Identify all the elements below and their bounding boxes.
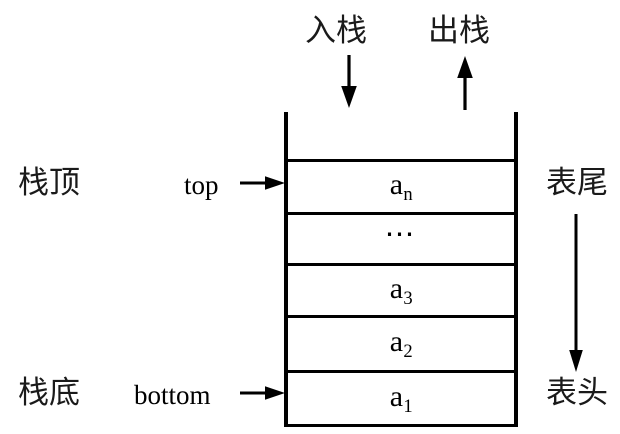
stack-cell-a2-label: a2 bbox=[389, 325, 413, 363]
stack-cell-ellipsis: ⋯ bbox=[284, 212, 518, 263]
stack-cell-a3-label: a3 bbox=[389, 271, 413, 309]
pop-label: 出栈 bbox=[428, 13, 490, 49]
list-head-label: 表头 bbox=[546, 375, 608, 411]
stack-cell-a2-subscript: 2 bbox=[403, 341, 413, 363]
push-label: 入栈 bbox=[305, 13, 367, 49]
top-pointer-label: top bbox=[184, 170, 219, 200]
tail-to-head-arrow-down-icon bbox=[564, 214, 588, 374]
stack-container: an ⋯ a3 a2 a1 bbox=[284, 112, 518, 427]
stack-cell-a1-label: a1 bbox=[389, 379, 413, 417]
stack-cell-empty bbox=[284, 112, 518, 159]
top-pointer-arrow-right-icon bbox=[240, 172, 286, 194]
bottom-pointer-arrow-right-icon bbox=[240, 382, 286, 404]
stack-cell-a1-subscript: 1 bbox=[403, 395, 413, 417]
stack-bottom-label: 栈底 bbox=[18, 375, 80, 411]
stack-cell-a2: a2 bbox=[284, 315, 518, 370]
list-tail-label: 表尾 bbox=[546, 165, 608, 201]
stack-top-label: 栈顶 bbox=[18, 165, 80, 201]
stack-cell-an-label: an bbox=[389, 168, 413, 206]
bottom-pointer-label: bottom bbox=[134, 380, 211, 410]
stack-cell-ellipsis-label: ⋯ bbox=[384, 218, 418, 251]
stack-cell-a1: a1 bbox=[284, 370, 518, 427]
push-arrow-down-icon bbox=[336, 55, 362, 110]
stack-cell-a3: a3 bbox=[284, 263, 518, 315]
stack-cell-a3-subscript: 3 bbox=[403, 287, 413, 309]
stack-cell-an: an bbox=[284, 159, 518, 212]
stack-cell-an-subscript: n bbox=[403, 184, 413, 206]
pop-arrow-up-icon bbox=[452, 55, 478, 110]
